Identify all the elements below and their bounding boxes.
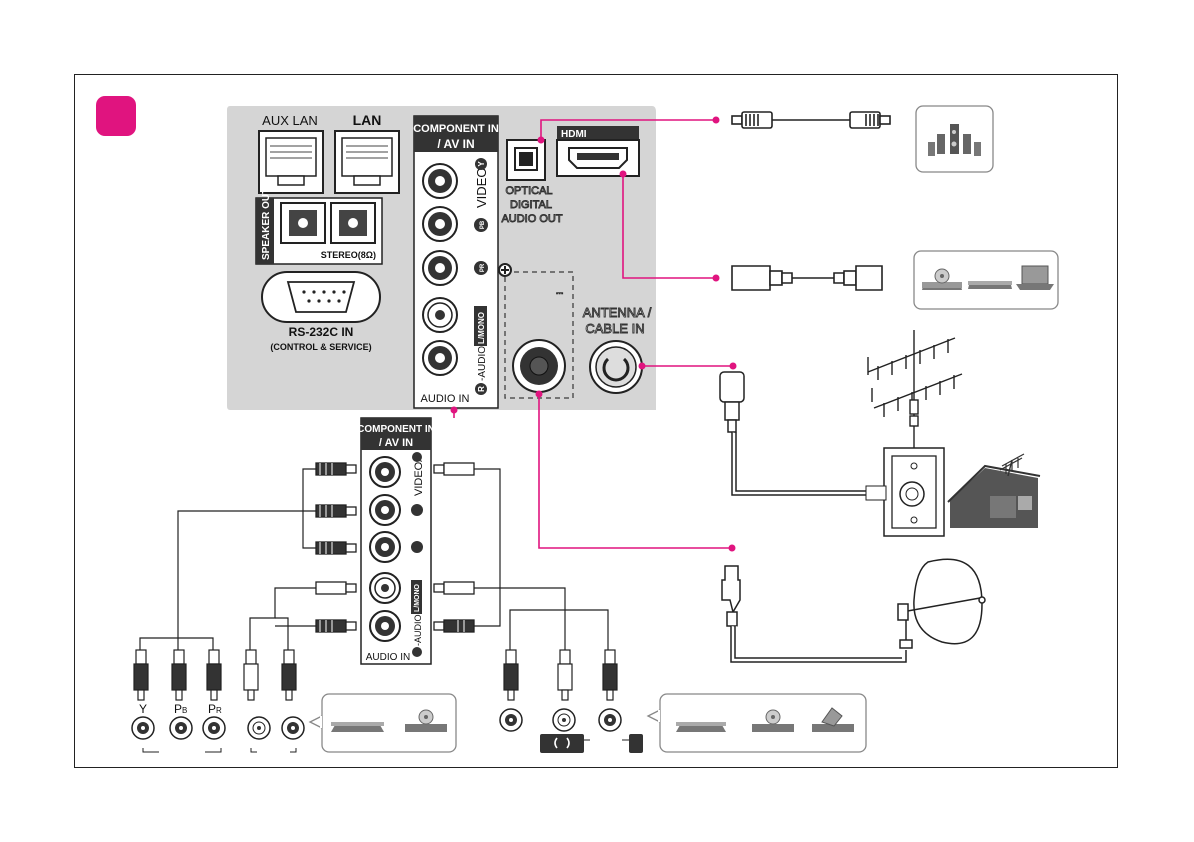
- audio-in-label: AUDIO IN: [421, 393, 470, 405]
- audio-mid-label-2: -AUDIO-: [413, 612, 423, 647]
- lmono-label-2: L/MONO: [414, 583, 421, 612]
- laptop-icon: [1016, 266, 1054, 290]
- speaker-system-icon: [916, 106, 993, 172]
- jack-video-y-2[interactable]: [370, 457, 400, 487]
- component-cable-plugs-right: [434, 463, 474, 632]
- hdmi-cable: [732, 266, 882, 290]
- component-in-title-1: COMPONENT IN: [413, 123, 499, 135]
- stereo-label: STEREO(8Ω): [321, 250, 376, 260]
- audio-in-label-2: AUDIO IN: [366, 652, 410, 663]
- audio-pair-tag: [540, 734, 584, 753]
- bottom-plugs-left: [134, 650, 296, 700]
- set-top-box-icon: [968, 281, 1012, 289]
- jack-audio-r-2[interactable]: [370, 611, 400, 641]
- jack-pr-2[interactable]: [370, 532, 400, 562]
- satellite-cable: [722, 566, 906, 662]
- speaker-out-label: SPEAKER OUT: [261, 188, 272, 260]
- jack-audio-l-2[interactable]: [370, 573, 400, 603]
- pb-jack-label: PB: [174, 702, 187, 716]
- pr-badge-2: [411, 541, 423, 553]
- aux-lan-port[interactable]: [259, 131, 323, 193]
- pb-badge-label: PB: [480, 220, 486, 229]
- satellite-dish-icon: [898, 559, 985, 648]
- lan-label: LAN: [353, 112, 382, 128]
- source-jacks-left: [132, 717, 304, 739]
- rs232c-port[interactable]: [262, 272, 380, 322]
- y-badge-2: [412, 452, 422, 462]
- audio-r-label: R: [477, 386, 486, 392]
- antenna-label-1: ANTENNA /: [583, 305, 652, 320]
- y-badge-label: Y: [477, 161, 486, 167]
- step-badge: [96, 96, 136, 136]
- audio-mid-label: -AUDIO-: [477, 343, 488, 381]
- optical-port[interactable]: [507, 140, 545, 180]
- component-in-title-1b: COMPONENT IN: [357, 424, 435, 435]
- lmono-label: L/MONO: [477, 312, 486, 344]
- bottom-plugs-right: [504, 650, 617, 700]
- wall-outlet-icon: [866, 448, 944, 536]
- y-jack-label: Y: [139, 702, 147, 716]
- pr-badge-label: PR: [480, 263, 486, 272]
- jack-pr[interactable]: [423, 251, 457, 285]
- optical-cable: [732, 112, 890, 128]
- jack-audio-l[interactable]: [423, 298, 457, 332]
- lan-port[interactable]: [335, 131, 399, 193]
- house-icon: [948, 454, 1040, 528]
- audio-r-badge-2: [412, 647, 422, 657]
- video-tag: [629, 734, 643, 753]
- hdmi-label: HDMI: [561, 129, 587, 140]
- video-y-label-2: VIDEO/: [413, 458, 425, 496]
- hdmi-port[interactable]: [557, 140, 639, 176]
- video-y-label: VIDEO/: [474, 164, 489, 208]
- satellite-in-port[interactable]: [513, 340, 565, 392]
- dc-symbol: ⎓: [556, 288, 564, 298]
- set-top-box-icon-3: [676, 722, 726, 732]
- antenna-in-port[interactable]: [590, 341, 642, 393]
- source-jacks-right: [500, 709, 621, 731]
- component-in-title-2: / AV IN: [437, 137, 474, 151]
- speaker-out-port-2[interactable]: [331, 203, 375, 243]
- optical-label-1: OPTICAL: [505, 185, 552, 197]
- component-cable-plugs-left: [316, 463, 356, 632]
- pr-jack-label: PR: [208, 702, 222, 716]
- jack-pb[interactable]: [423, 207, 457, 241]
- speaker-out-port-1[interactable]: [281, 203, 325, 243]
- antenna-icon: [868, 330, 962, 448]
- jack-audio-r[interactable]: [423, 341, 457, 375]
- jack-video-y[interactable]: [423, 164, 457, 198]
- optical-label-2: DIGITAL: [510, 199, 552, 211]
- aux-lan-label: AUX LAN: [262, 113, 318, 128]
- rs232c-subtitle: (CONTROL & SERVICE): [270, 342, 371, 352]
- component-in-title-2b: / AV IN: [379, 437, 413, 449]
- antenna-label-2: CABLE IN: [585, 321, 644, 336]
- antenna-cable: [720, 372, 866, 495]
- jack-pb-2[interactable]: [370, 495, 400, 525]
- optical-label-3: AUDIO OUT: [501, 213, 562, 225]
- set-top-box-icon-2: [331, 722, 384, 732]
- rs232c-title: RS-232C IN: [289, 325, 354, 339]
- pb-badge-2: [411, 504, 423, 516]
